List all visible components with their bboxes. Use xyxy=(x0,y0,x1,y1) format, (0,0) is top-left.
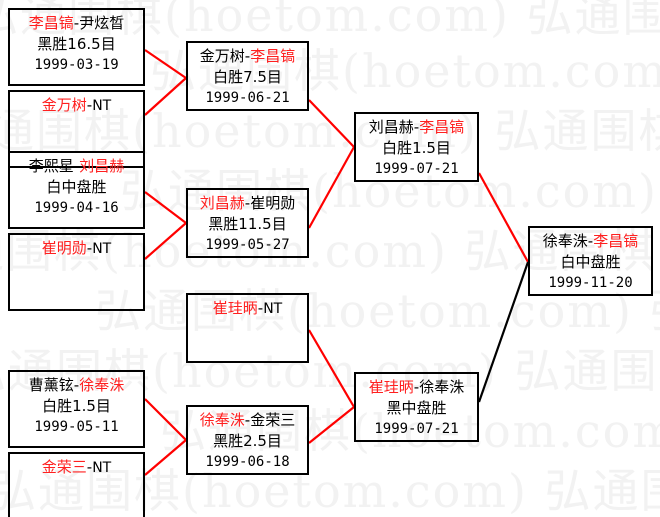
connector-line xyxy=(308,99,355,148)
match-date: 1999-06-18 xyxy=(205,454,290,470)
player-right: 尹炫晳 xyxy=(79,14,125,32)
versus-separator: - xyxy=(86,96,93,114)
match-players: 金万树-NT xyxy=(10,95,143,117)
versus-separator: - xyxy=(73,14,80,32)
match-players: 李熙星-刘昌赫 xyxy=(10,156,143,177)
versus-separator: - xyxy=(244,411,251,429)
match-players: 金万树-李昌镐 xyxy=(188,46,307,67)
player-right: 李昌镐 xyxy=(419,118,465,136)
versus-separator: - xyxy=(86,458,93,476)
connector-line xyxy=(144,439,187,476)
match-result: 白胜7.5目 xyxy=(213,68,282,86)
connector-line xyxy=(144,49,187,79)
player-right: 李昌镐 xyxy=(250,47,296,65)
versus-separator: - xyxy=(244,47,251,65)
match-result: 白胜1.5目 xyxy=(382,139,451,157)
connector-line xyxy=(144,222,187,260)
player-left: 金荣三 xyxy=(41,458,87,476)
match-players: 崔珪昞-徐奉洙 xyxy=(356,377,477,398)
versus-separator: - xyxy=(73,157,80,175)
connector-line xyxy=(144,77,187,116)
match-result: 黑胜16.5目 xyxy=(37,35,116,53)
match-result: 白中盘胜 xyxy=(560,253,621,271)
match-players: 崔明勋-NT xyxy=(10,238,143,260)
player-right: 徐奉洙 xyxy=(419,378,465,396)
player-right: 刘昌赫 xyxy=(79,157,125,175)
player-left: 崔珪昞 xyxy=(368,378,414,396)
versus-separator: - xyxy=(244,194,251,212)
match-result: 黑中盘胜 xyxy=(386,399,447,417)
player-left: 刘昌赫 xyxy=(199,194,245,212)
player-left: 崔珪昞 xyxy=(212,299,258,317)
match-players: 徐奉洙-李昌镐 xyxy=(530,231,651,252)
player-right: 李昌镐 xyxy=(593,232,639,250)
bye-label: NT xyxy=(263,301,283,317)
match-players: 李昌镐-尹炫晳 xyxy=(10,13,143,34)
connector-line xyxy=(477,261,530,403)
player-right: 徐奉洙 xyxy=(79,376,125,394)
versus-separator: - xyxy=(413,118,420,136)
connector-line xyxy=(308,329,355,408)
player-left: 刘昌赫 xyxy=(368,118,414,136)
match-date: 1999-07-21 xyxy=(374,161,459,177)
match-box[interactable]: 崔珪昞-NT xyxy=(186,293,309,363)
connector-line xyxy=(144,398,187,441)
versus-separator: - xyxy=(257,299,264,317)
connector-line xyxy=(478,172,529,263)
player-left: 李昌镐 xyxy=(28,14,74,32)
versus-separator: - xyxy=(73,376,80,394)
versus-separator: - xyxy=(413,378,420,396)
player-left: 曹薰铉 xyxy=(28,376,74,394)
match-date: 1999-05-11 xyxy=(34,419,119,435)
player-left: 徐奉洙 xyxy=(542,232,588,250)
player-right: 崔明勋 xyxy=(250,194,296,212)
match-date: 1999-06-21 xyxy=(205,90,290,106)
player-left: 金万树 xyxy=(199,47,245,65)
match-result: 黑胜11.5目 xyxy=(208,215,287,233)
match-box[interactable]: 崔明勋-NT xyxy=(8,233,145,311)
bye-label: NT xyxy=(92,460,112,476)
match-result: 白胜1.5目 xyxy=(42,397,111,415)
match-players: 崔珪昞-NT xyxy=(188,298,307,320)
match-date: 1999-05-27 xyxy=(205,237,290,253)
connector-line xyxy=(308,406,355,444)
match-players: 金荣三-NT xyxy=(10,457,143,479)
player-left: 金万树 xyxy=(41,96,87,114)
player-right: 金荣三 xyxy=(250,411,296,429)
match-result: 黑胜2.5目 xyxy=(213,432,282,450)
match-box[interactable]: 金荣三-NT xyxy=(8,452,145,517)
match-date: 1999-03-19 xyxy=(34,57,119,73)
match-date: 1999-11-20 xyxy=(548,275,633,291)
connector-line xyxy=(308,146,355,229)
player-left: 李熙星 xyxy=(28,157,74,175)
bye-label: NT xyxy=(92,98,112,114)
match-players: 刘昌赫-李昌镐 xyxy=(356,117,477,138)
match-box[interactable]: 金万树-NT xyxy=(8,90,145,168)
match-result: 白中盘胜 xyxy=(46,178,107,196)
match-players: 刘昌赫-崔明勋 xyxy=(188,193,307,214)
connector-line xyxy=(144,191,187,224)
match-players: 曹薰铉-徐奉洙 xyxy=(10,375,143,396)
match-players: 徐奉洙-金荣三 xyxy=(188,410,307,431)
player-left: 徐奉洙 xyxy=(199,411,245,429)
versus-separator: - xyxy=(86,239,93,257)
match-date: 1999-07-21 xyxy=(374,421,459,437)
player-left: 崔明勋 xyxy=(41,239,87,257)
versus-separator: - xyxy=(587,232,594,250)
match-date: 1999-04-16 xyxy=(34,200,119,216)
bye-label: NT xyxy=(92,241,112,257)
